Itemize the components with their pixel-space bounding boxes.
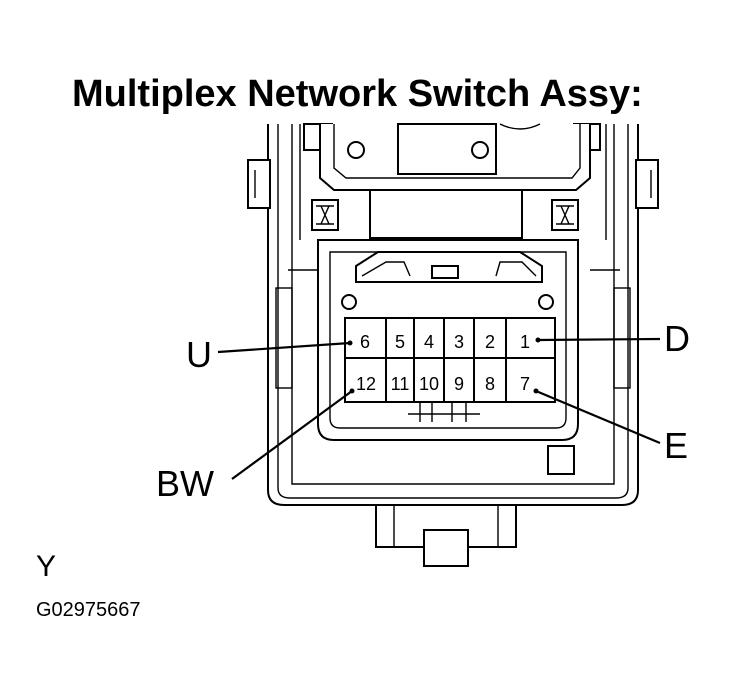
pin-numbers-bottom: 12 11 10 9 8 7 (356, 374, 530, 394)
housing-notch (547, 445, 575, 475)
pin-label: 1 (520, 332, 530, 352)
leader-lines (217, 337, 661, 480)
pin-label: 5 (395, 332, 405, 352)
pin-label: 10 (419, 374, 439, 394)
callout-d: D (664, 318, 690, 359)
pin-label: 7 (520, 374, 530, 394)
pin-label: 12 (356, 374, 376, 394)
pin-label: 9 (454, 374, 464, 394)
pin-label: 4 (424, 332, 434, 352)
callout-u: U (186, 334, 212, 375)
connector-body (317, 239, 579, 441)
diagram-title: Multiplex Network Switch Assy: (72, 73, 643, 115)
pin-label: 8 (485, 374, 495, 394)
bottom-plug (375, 504, 517, 567)
callout-e: E (664, 425, 688, 466)
pin-label: 2 (485, 332, 495, 352)
top-mechanism (303, 123, 601, 239)
pin-numbers-top: 6 5 4 3 2 1 (360, 332, 530, 352)
switch-housing (247, 124, 659, 506)
pin-label: 11 (391, 374, 410, 394)
figure-code: G02975667 (36, 599, 141, 621)
pin-label: 3 (454, 332, 464, 352)
footer-letter: Y (36, 550, 56, 583)
callout-bw: BW (156, 463, 214, 504)
pin-label: 6 (360, 332, 370, 352)
